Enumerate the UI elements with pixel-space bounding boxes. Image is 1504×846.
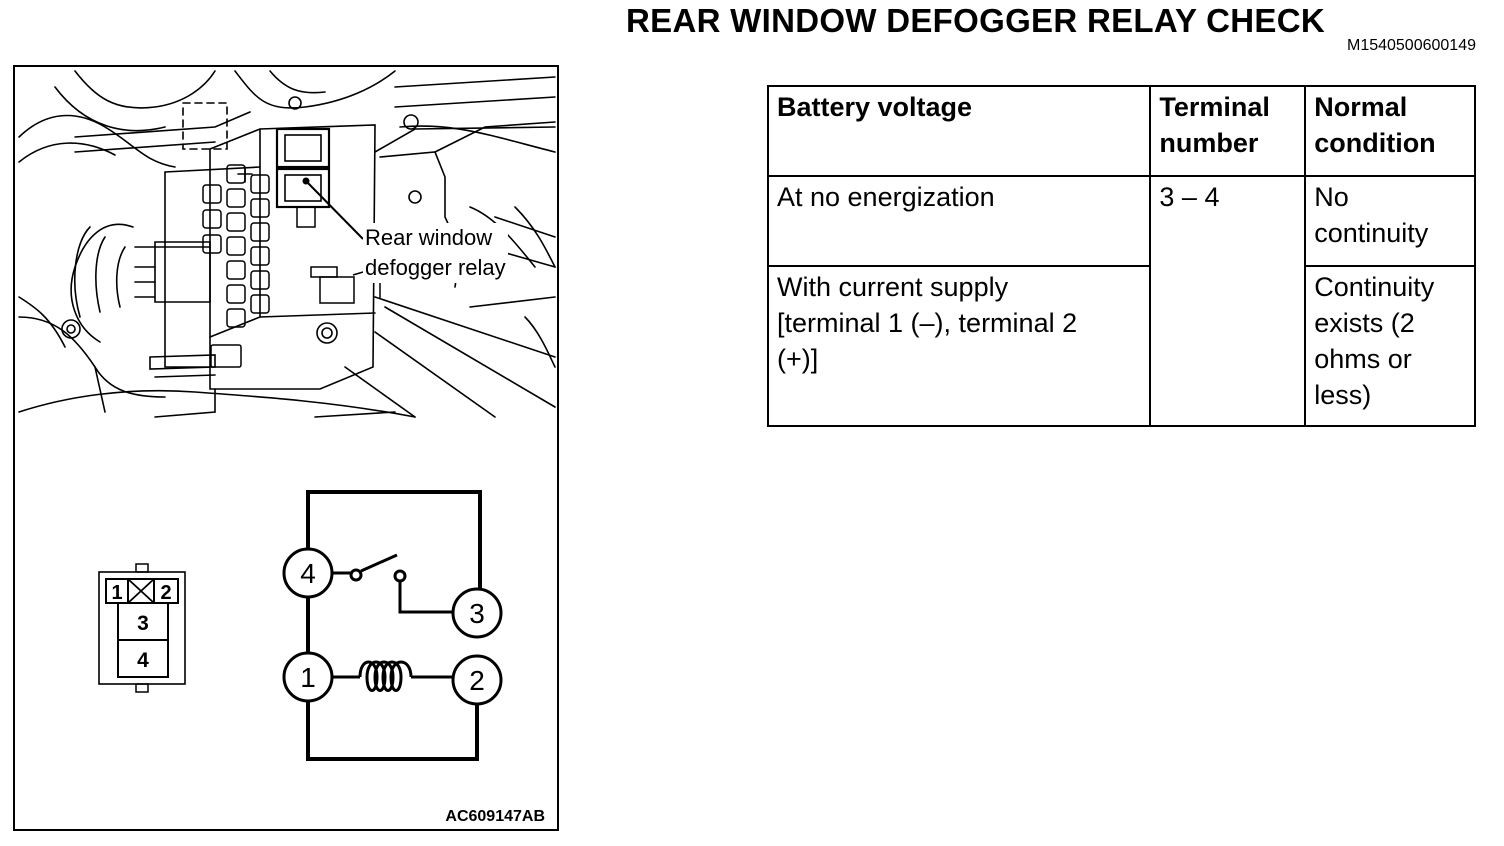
connector-terminal-3: 3: [137, 612, 149, 635]
table-row: With current supply [terminal 1 (–), ter…: [766, 265, 1476, 427]
connector-terminal-4: 4: [137, 649, 149, 672]
relay-callout-label: Rear window defogger relay: [363, 223, 508, 283]
relay-figure: 1 2 3 4: [13, 65, 559, 831]
fuse-array: [202, 164, 270, 368]
connector-terminal-2: 2: [160, 582, 171, 604]
relay-check-table: Battery voltage Terminal number Normal c…: [766, 85, 1476, 427]
table-header-row: Battery voltage Terminal number Normal c…: [766, 85, 1476, 177]
relay-coil: [333, 660, 452, 692]
table-row: At no energization 3 – 4 No continuity: [766, 175, 1476, 427]
relay-illustration: 1 2 3 4: [18, 70, 556, 761]
circuit-terminal-4: 4: [300, 558, 316, 589]
cell-battery-voltage: With current supply [terminal 1 (–), ter…: [766, 265, 1152, 427]
cell-battery-voltage: At no energization: [766, 175, 1152, 267]
cell-terminal-number: 3 – 4: [1149, 175, 1307, 427]
figure-code: AC609147AB: [445, 808, 545, 825]
callout-line-2: defogger relay: [365, 255, 506, 280]
callout-line-1: Rear window: [365, 225, 493, 250]
page-title: REAR WINDOW DEFOGGER RELAY CHECK: [626, 2, 1325, 39]
header-normal-condition: Normal condition: [1304, 85, 1476, 177]
connector-face-view: 1 2 3 4: [98, 563, 186, 693]
document-id: M1540500600149: [1346, 37, 1476, 54]
header-terminal-number: Terminal number: [1149, 85, 1307, 177]
fuse-box-drawing: [18, 70, 556, 418]
relay-circuit-schematic: 4 3 1 2: [282, 490, 503, 761]
cell-normal-condition: Continuity exists (2 ohms or less): [1304, 265, 1476, 427]
circuit-terminal-2: 2: [469, 665, 485, 696]
cell-normal-condition: No continuity: [1304, 175, 1476, 267]
circuit-terminal-3: 3: [469, 598, 485, 629]
header-battery-voltage: Battery voltage: [766, 85, 1152, 177]
switch-contact: [333, 553, 452, 614]
circuit-terminal-1: 1: [300, 662, 316, 693]
connector-terminal-1: 1: [111, 582, 122, 604]
